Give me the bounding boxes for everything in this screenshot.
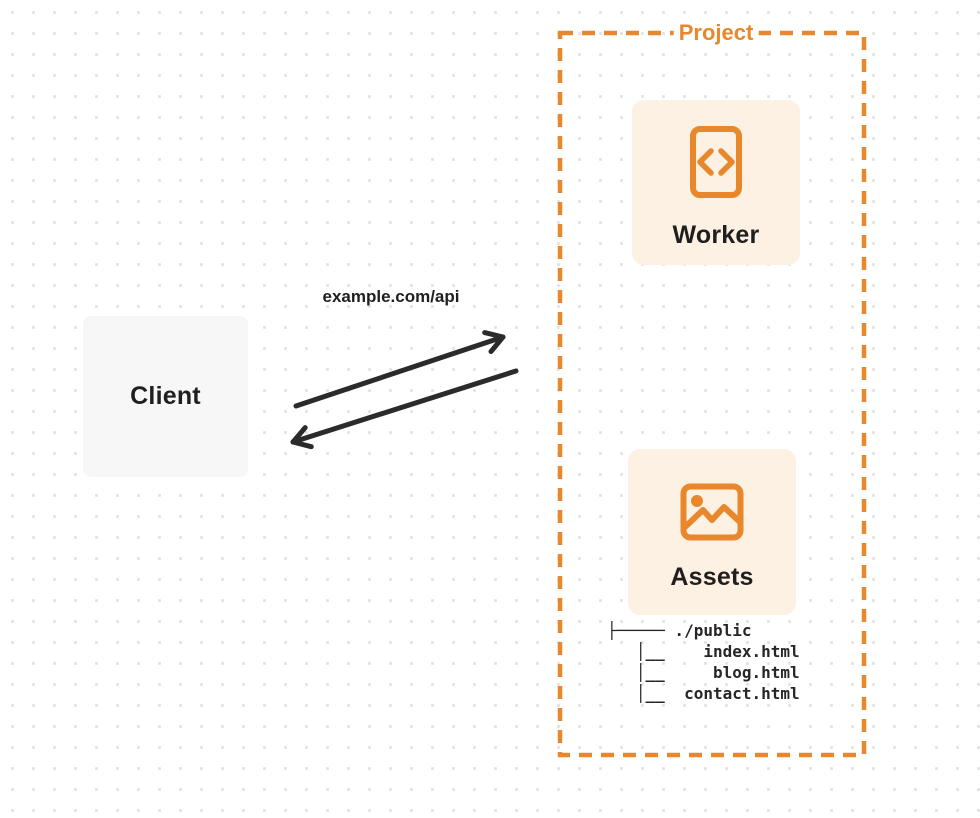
assets-label: Assets xyxy=(670,563,754,591)
worker-label: Worker xyxy=(672,221,760,249)
file-tree: ├───── ./public │__ index.html │__ blog.… xyxy=(607,620,800,704)
response-arrow xyxy=(290,368,519,450)
request-arrow xyxy=(293,330,506,409)
code-file-icon xyxy=(690,126,742,198)
client-label: Client xyxy=(130,382,201,410)
request-url-label: example.com/api xyxy=(322,287,460,306)
client-node: Client xyxy=(83,316,248,477)
file-tree-root: ├───── ./public xyxy=(607,621,752,640)
project-boundary xyxy=(557,30,867,758)
worker-node: Worker xyxy=(632,100,800,265)
file-tree-item: │__ index.html xyxy=(607,642,800,661)
file-tree-item: │__ blog.html xyxy=(607,663,800,682)
assets-node: Assets xyxy=(628,449,796,615)
project-title: Project xyxy=(673,19,759,47)
image-icon xyxy=(680,483,744,541)
file-tree-item: │__ contact.html xyxy=(607,684,800,703)
